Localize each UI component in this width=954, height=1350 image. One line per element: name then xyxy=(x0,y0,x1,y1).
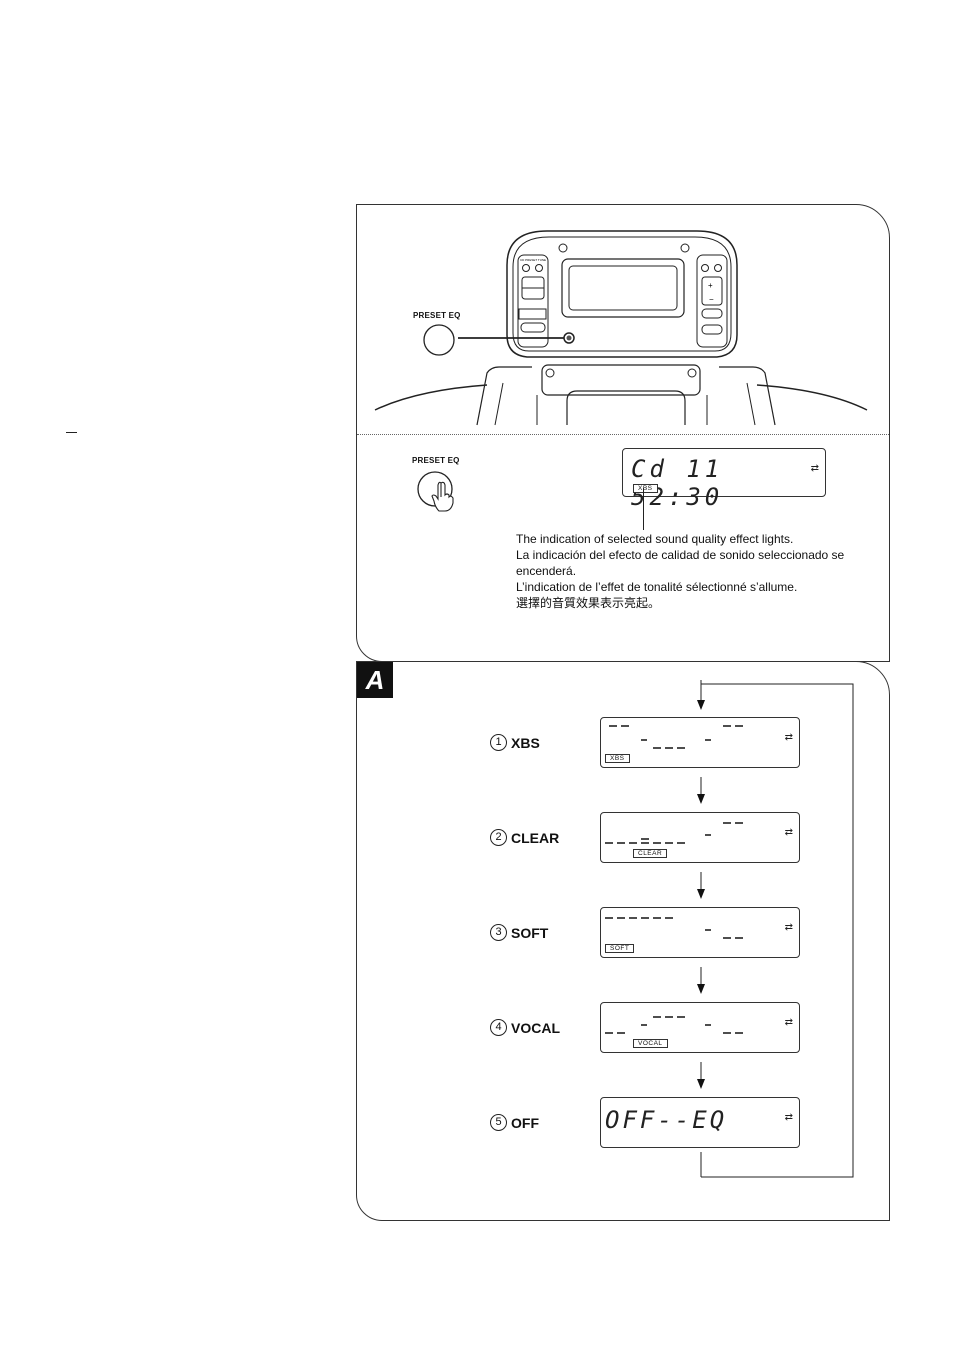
device-preset-eq-label: PRESET EQ xyxy=(413,311,461,320)
mode-name: XBS xyxy=(511,734,540,751)
cycle-arrows xyxy=(697,680,854,1178)
mode-clear-label: 2 CLEAR xyxy=(490,829,559,846)
mode-name: OFF xyxy=(511,1114,539,1131)
mode-soft-label: 3 SOFT xyxy=(490,924,548,941)
repeat-arrow-icon: ⇄ xyxy=(784,1112,793,1123)
repeat-arrow-icon: ⇄ xyxy=(784,732,793,743)
section-badge: A xyxy=(357,662,393,698)
mode-name: SOFT xyxy=(511,924,549,941)
caption: The indication of selected sound quality… xyxy=(516,531,876,611)
step-number: 1 xyxy=(490,734,507,751)
display-tag: CLEAR xyxy=(633,849,668,858)
lcd-off: OFF--EQ ⇄ xyxy=(600,1097,800,1148)
mode-name: CLEAR xyxy=(511,829,560,846)
caption-fr: L’indication de l’effet de tonalité séle… xyxy=(516,580,798,594)
margin-dash xyxy=(66,432,77,433)
lcd-xbs: ⇄ XBS xyxy=(600,717,800,768)
lcd-soft: ⇄ SOFT xyxy=(600,907,800,958)
caption-en: The indication of selected sound quality… xyxy=(516,532,794,546)
display-tag: XBS xyxy=(605,754,630,763)
down-arrow-icon xyxy=(697,889,705,899)
segment-pattern xyxy=(605,1016,743,1034)
display-xbs-tag: XBS xyxy=(633,484,658,493)
lcd-display: Cd 11 52:30 ⇄ XBS xyxy=(622,448,826,511)
display-readout: Cd 11 52:30 xyxy=(631,455,724,511)
eq-mode-cycle-panel: A 1 XBS ⇄ XBS xyxy=(356,661,890,1221)
display-tag: SOFT xyxy=(605,944,635,953)
mode-off-label: 5 OFF xyxy=(490,1114,539,1131)
caption-zh: 選擇的音質效果表示亮起。 xyxy=(516,596,661,610)
segment-pattern xyxy=(609,725,743,749)
mode-xbs-label: 1 XBS xyxy=(490,734,540,751)
lcd-clear: ⇄ CLEAR xyxy=(600,812,800,863)
lcd-vocal: ⇄ VOCAL xyxy=(600,1002,800,1053)
preset-eq-illustration-panel: CD PRESET TUNE + − PRESET EQ PRESET EQ C… xyxy=(356,204,890,662)
svg-text:+: + xyxy=(708,281,713,290)
stereo-unit-illustration: CD PRESET TUNE + − xyxy=(374,230,868,426)
svg-text:−: − xyxy=(709,295,714,304)
repeat-arrow-icon: ⇄ xyxy=(784,1017,793,1028)
step-number: 3 xyxy=(490,924,507,941)
step-number: 5 xyxy=(490,1114,507,1131)
mode-name: VOCAL xyxy=(511,1019,560,1036)
display-tag: VOCAL xyxy=(633,1039,668,1048)
repeat-arrow-icon: ⇄ xyxy=(784,827,793,838)
repeat-arrow-icon: ⇄ xyxy=(810,463,819,474)
down-arrow-icon xyxy=(697,984,705,994)
down-arrow-icon xyxy=(697,700,705,710)
down-arrow-icon xyxy=(697,1079,705,1089)
segment-pattern xyxy=(605,822,743,844)
caption-es-1: La indicación del efecto de calidad de s… xyxy=(516,548,845,562)
repeat-arrow-icon: ⇄ xyxy=(784,922,793,933)
down-arrow-icon xyxy=(697,794,705,804)
indicator-leader-line xyxy=(643,488,644,530)
panel-divider xyxy=(357,434,889,435)
press-preset-eq-label: PRESET EQ xyxy=(412,456,460,465)
caption-es-2: encenderá. xyxy=(516,564,577,578)
pressing-hand-icon xyxy=(417,471,454,512)
step-number: 4 xyxy=(490,1019,507,1036)
display-readout: OFF--EQ xyxy=(605,1106,728,1134)
svg-text:CD PRESET TUNE: CD PRESET TUNE xyxy=(520,258,546,262)
mode-vocal-label: 4 VOCAL xyxy=(490,1019,560,1036)
step-number: 2 xyxy=(490,829,507,846)
segment-pattern xyxy=(605,917,743,939)
